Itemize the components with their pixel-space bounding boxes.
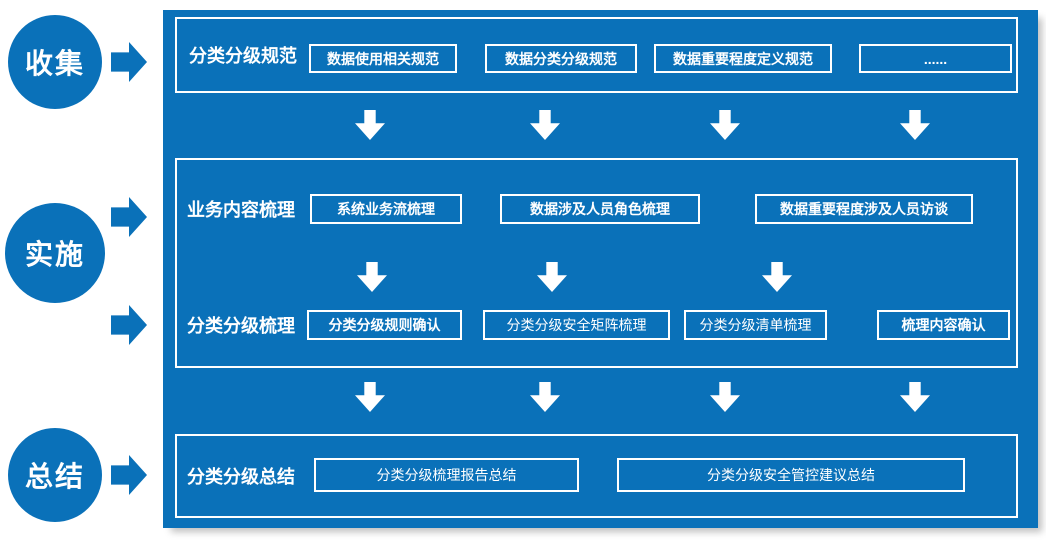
task-box: 数据重要程度定义规范	[654, 44, 832, 73]
stage-circle-implement: 实施	[5, 203, 105, 303]
right-arrow-icon	[111, 197, 147, 237]
task-box: 系统业务流梳理	[310, 194, 462, 224]
section-spec-collection: 分类分级规范 数据使用相关规范 数据分类分级规范 数据重要程度定义规范 ....…	[175, 17, 1018, 93]
down-arrow-icon	[530, 110, 560, 140]
down-arrow-icon	[355, 382, 385, 412]
task-box: 分类分级梳理报告总结	[314, 458, 579, 492]
task-box: 数据涉及人员角色梳理	[500, 194, 700, 224]
down-arrow-icon	[900, 110, 930, 140]
down-arrow-icon	[357, 262, 387, 292]
task-box: 分类分级安全矩阵梳理	[483, 310, 670, 340]
down-arrow-icon	[530, 382, 560, 412]
right-arrow-icon	[111, 305, 147, 345]
stage-circle-summary: 总结	[8, 428, 102, 522]
down-arrow-icon	[762, 262, 792, 292]
down-arrow-icon	[537, 262, 567, 292]
task-box: 分类分级规则确认	[307, 310, 462, 340]
row-label-spec: 分类分级规范	[189, 46, 297, 66]
task-box: 数据重要程度涉及人员访谈	[755, 194, 973, 224]
right-arrow-icon	[111, 42, 147, 82]
task-box: 梳理内容确认	[877, 310, 1010, 340]
task-box: 数据分类分级规范	[485, 44, 637, 73]
row-label-summary: 分类分级总结	[187, 467, 295, 487]
down-arrow-icon	[710, 382, 740, 412]
task-box: 分类分级安全管控建议总结	[617, 458, 965, 492]
row-label-business: 业务内容梳理	[187, 200, 295, 220]
task-box: 分类分级清单梳理	[684, 310, 827, 340]
process-panel: 分类分级规范 数据使用相关规范 数据分类分级规范 数据重要程度定义规范 ....…	[163, 10, 1038, 528]
task-box: 数据使用相关规范	[309, 44, 457, 73]
down-arrow-icon	[710, 110, 740, 140]
stage-circle-collect: 收集	[8, 15, 102, 109]
right-arrow-icon	[111, 455, 147, 495]
row-label-sorting: 分类分级梳理	[187, 316, 295, 336]
down-arrow-icon	[900, 382, 930, 412]
down-arrow-icon	[355, 110, 385, 140]
section-summary: 分类分级总结 分类分级梳理报告总结 分类分级安全管控建议总结	[175, 434, 1018, 518]
section-implementation: 业务内容梳理 系统业务流梳理 数据涉及人员角色梳理 数据重要程度涉及人员访谈 分…	[175, 158, 1018, 368]
task-box-ellipsis: ......	[859, 44, 1012, 73]
